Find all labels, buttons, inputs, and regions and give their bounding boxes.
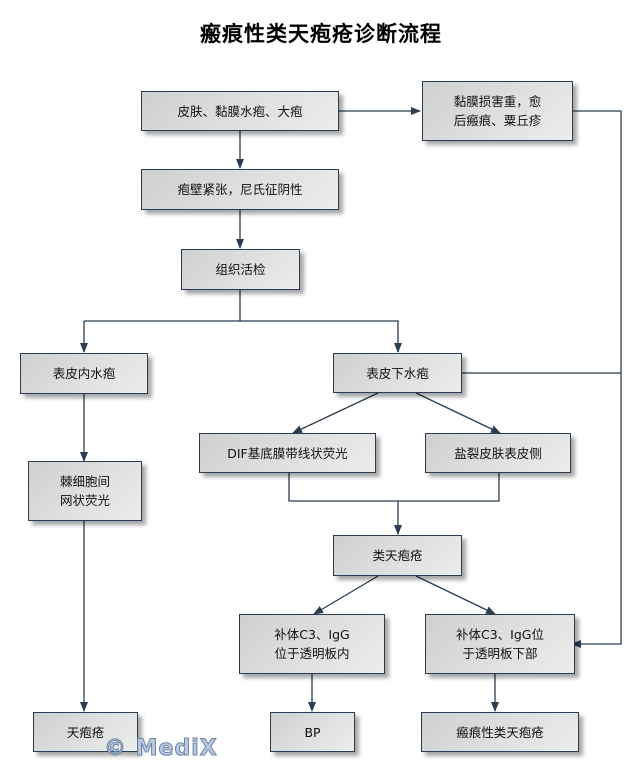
node-tense-blister-nikolsky-negative: 疱壁紧张，尼氏征阴性 [141, 169, 339, 210]
node-dif-bmz-linear: DIF基底膜带线状荧光 [199, 433, 376, 473]
node-salt-split-epidermal: 盐裂皮肤表皮侧 [425, 433, 571, 473]
watermark-logo: © MediX [104, 736, 218, 761]
connector-n8-merge [288, 473, 500, 502]
node-pemphigoid: 类天疱疮 [333, 535, 462, 576]
node-cicatricial-pemphigoid: 瘢痕性类天疱疮 [421, 712, 579, 752]
node-intraepidermal-blister: 表皮内水疱 [20, 353, 148, 394]
node-skin-mucosa-blisters: 皮肤、黏膜水疱、大疱 [141, 91, 339, 131]
node-mucosa-severe-scarring: 黏膜损害重，愈 后瘢痕、粟丘疹 [422, 81, 573, 141]
node-tissue-biopsy: 组织活检 [181, 249, 300, 290]
connector-n2-n12 [571, 110, 622, 648]
arrow-n10-n12 [415, 575, 496, 615]
connector-n4-split [84, 290, 241, 322]
node-c3-igg-lamina-lucida: 补体C3、IgG 位于透明板内 [239, 614, 385, 674]
arrow-n6-n9 [415, 392, 501, 434]
node-bp: BP [270, 712, 355, 752]
node-subepidermal-blister: 表皮下水疱 [333, 353, 462, 393]
connector-n4-n6 [240, 320, 402, 353]
arrow-n6-n8 [292, 392, 379, 434]
node-intercellular-fluorescence: 棘细胞间 网状荧光 [28, 461, 142, 521]
arrow-n10-n11 [313, 575, 379, 615]
page-title: 瘢痕性类天疱疮诊断流程 [200, 22, 442, 46]
node-c3-igg-lower-lamina: 补体C3、IgG位 于透明板下部 [425, 614, 575, 674]
node-pemphigus: 天疱疮 [33, 712, 138, 752]
